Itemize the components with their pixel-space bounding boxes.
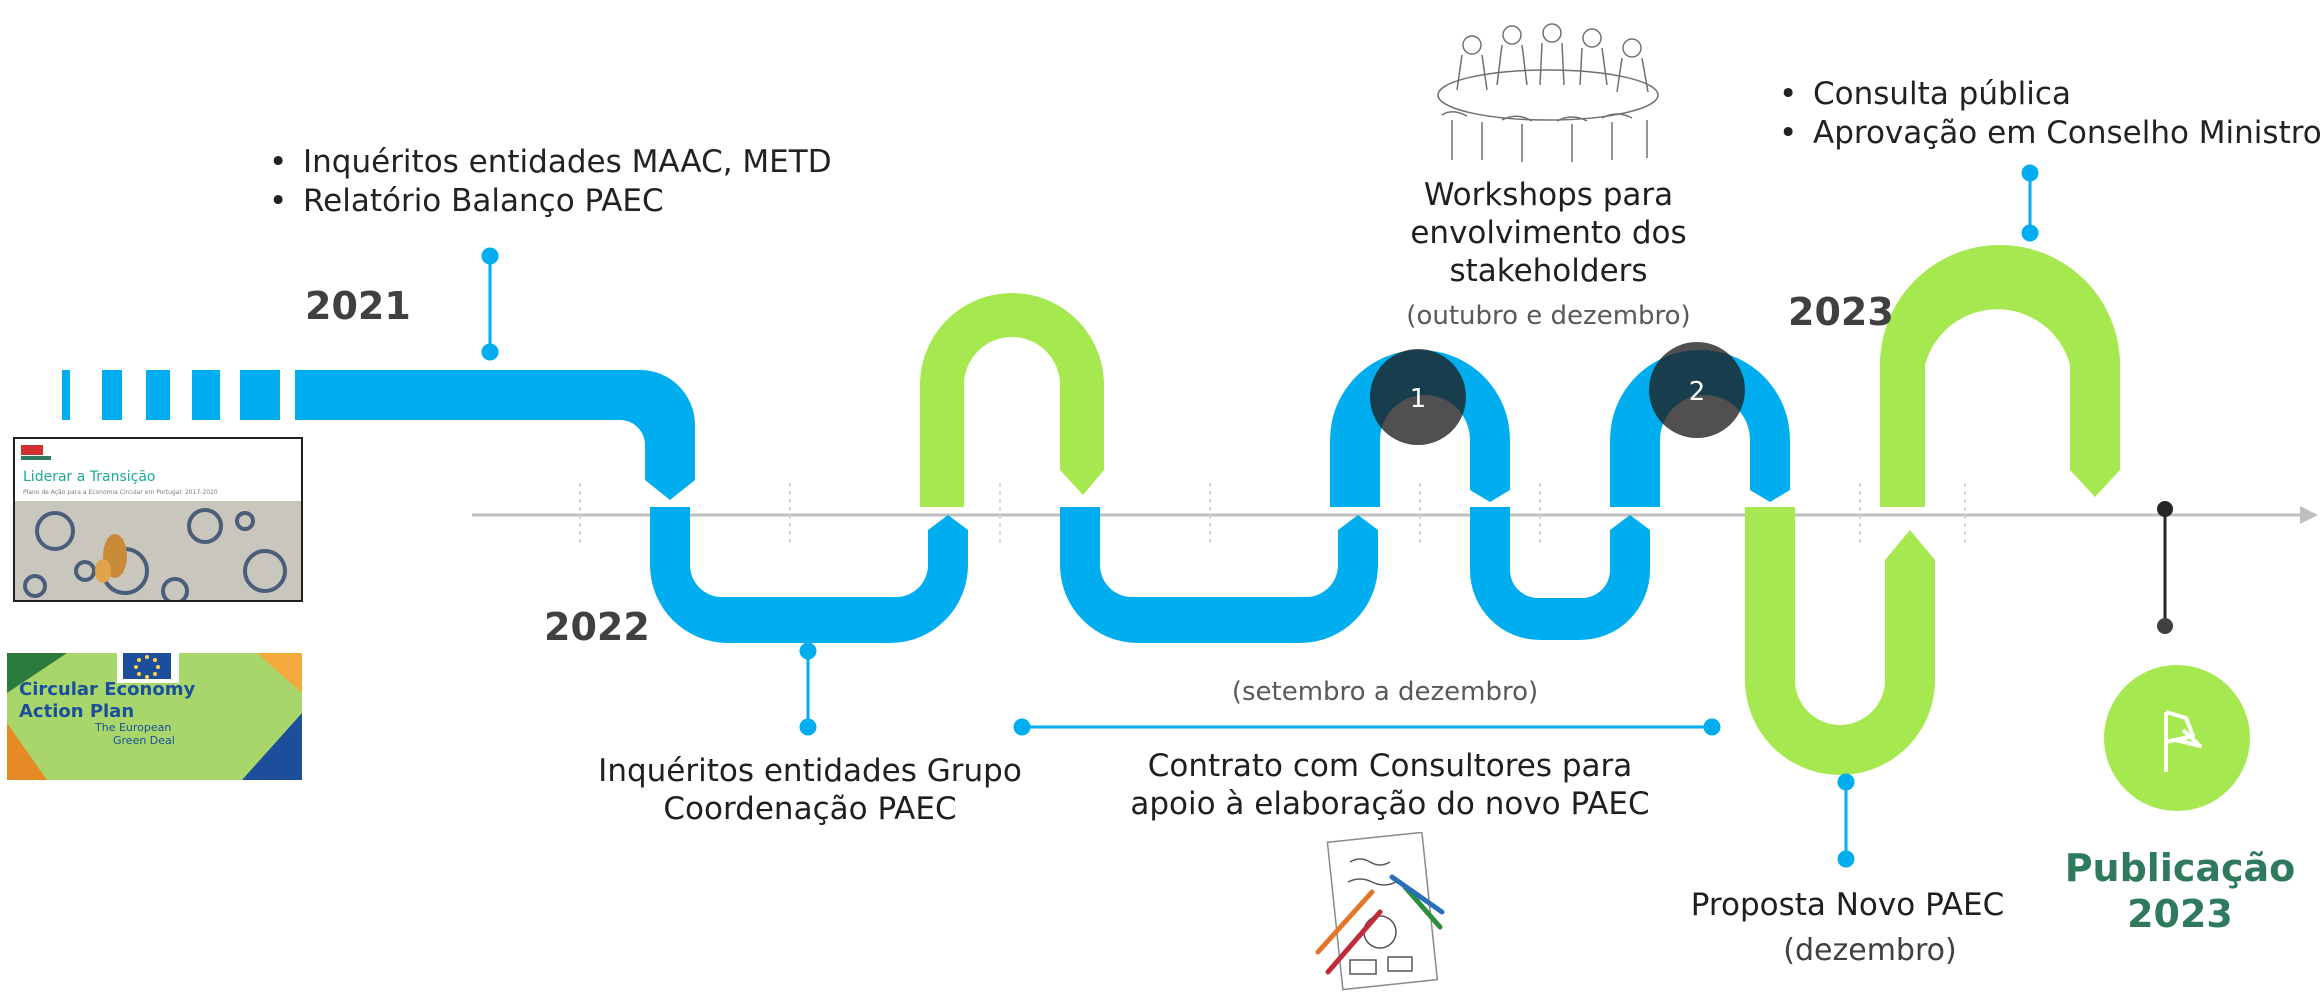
thumbnail-pavement-photo	[15, 501, 301, 600]
path-blue-u-3	[1470, 507, 1650, 640]
connector-proposta-dot-top	[1837, 773, 1855, 791]
gov-logo	[21, 445, 43, 455]
ceap-title: Circular Economy Action Plan	[19, 679, 195, 723]
bullet-2021-1: Inquéritos entidades MAAC, METD	[265, 143, 832, 182]
timeline-dashed-start	[62, 370, 280, 420]
ceap-subtitle-line-2: Green Deal	[113, 734, 175, 747]
path-green-u-proposta	[1745, 507, 1935, 775]
inqueritos-grupo-line-2: Coordenação PAEC	[663, 791, 957, 827]
bullet-2021-2: Relatório Balanço PAEC	[265, 182, 832, 221]
publication-marker-dot-top	[2157, 501, 2173, 517]
axis-ticks	[579, 483, 1966, 547]
path-blue-2021	[295, 370, 695, 500]
contrato-sketch-image	[1315, 832, 1445, 991]
connector-2023-dot-top	[2021, 164, 2039, 182]
connector-2021-dot-top	[481, 247, 499, 265]
year-2022: 2022	[544, 605, 650, 649]
workshops-line-2: envolvimento dos	[1410, 215, 1687, 251]
year-2023: 2023	[1788, 290, 1894, 334]
publicacao-caption: Publicação 2023	[2055, 845, 2305, 937]
bullet-2023-2: Aprovação em Conselho Ministros	[1775, 114, 2321, 153]
year-2021: 2021	[305, 284, 411, 328]
workshops-period: (outubro e dezembro)	[1406, 301, 1691, 331]
workshop-marker-1	[1370, 349, 1466, 445]
gov-logo-bar	[21, 456, 51, 460]
contrato-period: (setembro a dezembro)	[1231, 677, 1539, 707]
ceap-subtitle-line-1: The European	[95, 721, 172, 734]
publicacao-line-2: 2023	[2127, 892, 2233, 936]
proposta-period: (dezembro)	[1783, 933, 1957, 968]
connector-2021-dot-bottom	[481, 343, 499, 361]
ceap-background	[7, 653, 302, 780]
workshop-marker-2-label: 2	[1689, 377, 1706, 407]
contrato-line-1: Contrato com Consultores para	[1147, 748, 1633, 784]
connector-grupo-dot-top	[799, 642, 817, 660]
path-green-arch-1	[920, 293, 1104, 507]
thumbnail-liderar-subtitle: Plano de Ação para a Economia Circular e…	[23, 489, 218, 496]
thumbnail-liderar-title: Liderar a Transição	[23, 469, 156, 485]
timeline-arrowhead	[2300, 506, 2318, 524]
ceap-title-line-2: Action Plan	[19, 701, 135, 722]
path-green-arch-2023	[1880, 245, 2120, 507]
publication-marker-dot-bottom	[2157, 618, 2173, 634]
thumbnail-liderar-transicao: Liderar a Transição Plano de Ação para a…	[13, 437, 303, 602]
connector-grupo-dot-bottom	[799, 718, 817, 736]
connector-contrato-dot-left	[1013, 718, 1031, 736]
flag-icon	[2164, 710, 2202, 772]
ceap-title-line-1: Circular Economy	[19, 679, 196, 700]
thumbnail-ceap: Circular Economy Action Plan The Europea…	[7, 653, 302, 780]
workshop-marker-2	[1649, 342, 1745, 438]
workshops-line-1: Workshops para	[1423, 177, 1674, 213]
connector-contrato-dot-right	[1703, 718, 1721, 736]
inqueritos-grupo-caption: Inquéritos entidades Grupo Coordenação P…	[565, 752, 1055, 828]
inqueritos-grupo-line-1: Inquéritos entidades Grupo	[598, 753, 1022, 789]
proposta-title: Proposta Novo PAEC	[1690, 887, 2005, 923]
bullets-2023: Consulta pública Aprovação em Conselho M…	[1775, 75, 2321, 153]
contrato-line-2: apoio à elaboração do novo PAEC	[1130, 786, 1650, 822]
connector-2023-dot-bottom	[2021, 224, 2039, 242]
publicacao-line-1: Publicação	[2064, 846, 2296, 890]
bullet-2023-1: Consulta pública	[1775, 75, 2321, 114]
contrato-caption: Contrato com Consultores para apoio à el…	[1110, 747, 1670, 823]
connector-proposta-dot-bottom	[1837, 850, 1855, 868]
ceap-subtitle: The European Green Deal	[95, 721, 175, 747]
workshops-caption: Workshops para envolvimento dos stakehol…	[1352, 176, 1745, 290]
path-blue-u-2	[1060, 507, 1378, 643]
bullets-2021: Inquéritos entidades MAAC, METD Relatóri…	[265, 143, 832, 221]
path-blue-u-2022	[650, 507, 968, 643]
workshop-sketch-image	[1437, 23, 1659, 162]
workshops-line-3: stakeholders	[1449, 253, 1648, 289]
workshop-marker-1-label: 1	[1410, 384, 1427, 414]
